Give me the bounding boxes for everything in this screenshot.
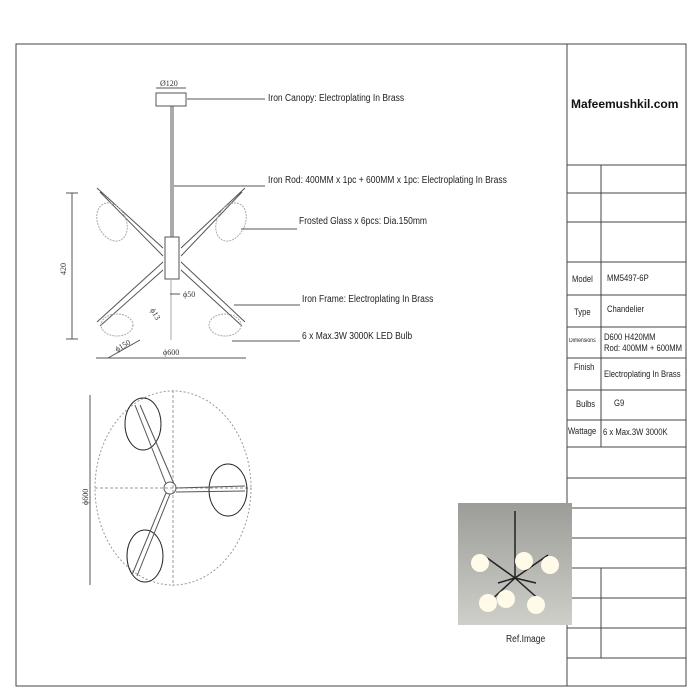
body-dim: ϕ50 bbox=[183, 290, 195, 299]
rod-callout: Iron Rod: 400MM x 1pc + 600MM x 1pc: Ele… bbox=[268, 175, 507, 186]
spec-label: Dimensions bbox=[569, 338, 596, 344]
spec-table-grid bbox=[567, 164, 686, 659]
spec-label: Wattage bbox=[568, 426, 597, 436]
spec-value: Electroplating In Brass bbox=[604, 369, 681, 379]
plan-view bbox=[89, 390, 252, 586]
spec-value: Chandelier bbox=[607, 304, 645, 314]
arm-dim: ϕ13 bbox=[148, 307, 162, 322]
spec-label: Type bbox=[574, 307, 591, 317]
spec-value: G9 bbox=[614, 398, 625, 408]
bulb-callout: 6 x Max.3W 3000K LED Bulb bbox=[302, 331, 413, 342]
frame-callout: Iron Frame: Electroplating In Brass bbox=[302, 294, 434, 305]
spec-value: 6 x Max.3W 3000K bbox=[603, 427, 668, 437]
glass-callout: Frosted Glass x 6pcs: Dia.150mm bbox=[299, 216, 428, 227]
canopy-dim: Ø120 bbox=[160, 79, 178, 88]
spec-label: Bulbs bbox=[576, 399, 596, 409]
spec-value: D600 H420MM bbox=[604, 332, 656, 342]
sheet-border bbox=[15, 43, 687, 687]
height-dim: 420 bbox=[59, 263, 68, 275]
ref-image-caption: Ref.Image bbox=[506, 634, 546, 645]
plan-dim: ϕ600 bbox=[81, 489, 90, 505]
glass-dim: ϕ150 bbox=[114, 338, 133, 354]
spec-label: Model bbox=[572, 274, 593, 284]
spec-value: MM5497-6P bbox=[607, 273, 649, 283]
spec-label: Finish bbox=[574, 362, 595, 372]
brand-logo: Mafeemushkil.com bbox=[571, 97, 679, 111]
canopy-callout: Iron Canopy: Electroplating In Brass bbox=[268, 93, 405, 104]
reference-photo bbox=[458, 503, 572, 625]
elevation-view bbox=[66, 87, 300, 359]
width-dim: ϕ600 bbox=[163, 348, 179, 357]
spec-value: Rod: 400MM + 600MM bbox=[604, 343, 683, 353]
